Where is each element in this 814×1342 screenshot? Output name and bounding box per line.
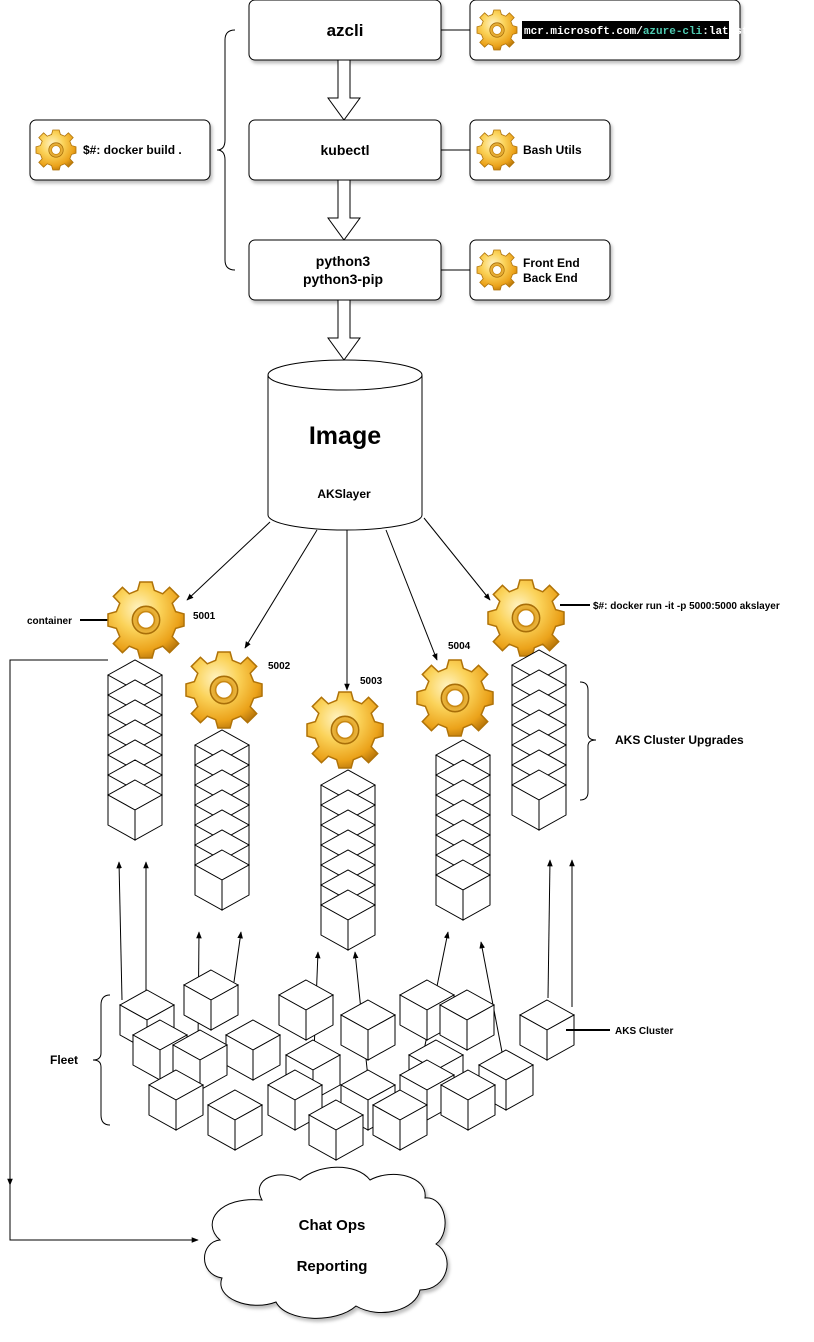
stage-kubectl[interactable]: kubectl bbox=[248, 119, 442, 181]
image-to-container-2-arrow bbox=[244, 529, 318, 649]
image-to-container-1-arrow bbox=[186, 521, 271, 601]
docker-build-label: $#: docker build . bbox=[83, 143, 182, 157]
gear-icon bbox=[476, 9, 518, 51]
container-4-stack bbox=[435, 739, 491, 921]
stage-python[interactable]: python3 python3-pip bbox=[248, 239, 442, 301]
aks-cluster-label: AKS Cluster bbox=[615, 1026, 673, 1037]
gear-icon bbox=[476, 129, 518, 171]
gear-icon bbox=[306, 691, 384, 769]
fleet-to-container-2-arrow bbox=[233, 931, 243, 983]
reporting-line1: Chat Ops bbox=[299, 1217, 366, 1234]
cube-icon[interactable] bbox=[207, 1089, 263, 1151]
gear-icon bbox=[476, 249, 518, 291]
build-scope-brace bbox=[216, 29, 236, 271]
gear-icon bbox=[185, 651, 263, 729]
stage-python-line1: python3 bbox=[316, 253, 371, 269]
fleet-to-container-4-arrow bbox=[479, 941, 503, 1053]
reporting-line2: Reporting bbox=[297, 1258, 368, 1275]
image-to-container-5-arrow bbox=[423, 517, 491, 601]
reporting-arrow bbox=[9, 1185, 199, 1243]
bash-utils-label: Bash Utils bbox=[523, 143, 582, 157]
container-2[interactable]: 5002 bbox=[185, 651, 291, 911]
fleet-brace bbox=[92, 994, 111, 1126]
cube-icon[interactable] bbox=[278, 979, 334, 1041]
gear-icon bbox=[107, 581, 185, 659]
container-3[interactable]: 5003 bbox=[306, 676, 384, 951]
container-5[interactable]: $#: docker run -it -p 5000:5000 akslayer bbox=[487, 579, 780, 831]
hollow-arrow bbox=[327, 179, 361, 241]
container-1-stack bbox=[107, 659, 163, 841]
container-to-reporting-line bbox=[7, 659, 108, 1186]
fleet-cluster-group bbox=[119, 969, 575, 1161]
gear-icon bbox=[416, 659, 494, 737]
container-1-port: 5001 bbox=[193, 611, 216, 622]
cube-icon[interactable] bbox=[225, 1019, 281, 1081]
back-end-label: Back End bbox=[523, 271, 578, 285]
bash-utils-annotation: Bash Utils bbox=[469, 119, 611, 181]
reporting-cloud[interactable]: Chat Ops Reporting bbox=[204, 1166, 448, 1319]
gear-icon bbox=[487, 579, 565, 657]
container-2-stack bbox=[194, 729, 250, 911]
container-1[interactable]: 5001 bbox=[107, 581, 216, 841]
azcli-base-image-annotation: mcr.microsoft.com/azure-cli:latest bbox=[469, 0, 748, 61]
container-3-stack bbox=[320, 769, 376, 951]
container-2-port: 5002 bbox=[268, 661, 291, 672]
cloud-shape bbox=[204, 1166, 448, 1319]
stage-python-line2: python3-pip bbox=[303, 271, 383, 287]
fleet-to-container-5-arrow bbox=[547, 859, 553, 999]
image-title: Image bbox=[309, 422, 381, 450]
fleet-to-container-1-arrow bbox=[116, 861, 123, 1001]
stage-azcli[interactable]: azcli bbox=[248, 0, 442, 61]
frontend-backend-annotation: Front End Back End bbox=[469, 239, 611, 301]
image-to-container-4-arrow bbox=[385, 529, 438, 661]
stage-azcli-label: azcli bbox=[327, 21, 364, 40]
front-end-label: Front End bbox=[523, 256, 580, 270]
image-name: AKSlayer bbox=[317, 487, 371, 501]
fleet-label: Fleet bbox=[50, 1053, 78, 1067]
upgrades-label: AKS Cluster Upgrades bbox=[615, 733, 744, 747]
terminal-background bbox=[522, 21, 729, 39]
upgrades-brace bbox=[579, 681, 597, 801]
image-cylinder[interactable]: Image AKSlayer bbox=[267, 359, 423, 531]
hollow-arrow bbox=[327, 59, 361, 121]
docker-build-annotation: $#: docker build . bbox=[29, 119, 211, 181]
container-label: container bbox=[27, 616, 72, 627]
stage-kubectl-label: kubectl bbox=[320, 142, 369, 158]
cube-icon[interactable] bbox=[340, 999, 396, 1061]
container-4-port: 5004 bbox=[448, 641, 471, 652]
container-4[interactable]: 5004 bbox=[416, 641, 494, 921]
base-image-text: mcr.microsoft.com/azure-cli:latest bbox=[524, 26, 748, 38]
cube-icon[interactable] bbox=[183, 969, 239, 1031]
run-command-label: $#: docker run -it -p 5000:5000 akslayer bbox=[593, 601, 780, 612]
container-5-stack bbox=[511, 649, 567, 831]
gear-icon bbox=[35, 129, 77, 171]
hollow-arrow bbox=[327, 299, 361, 361]
cube-icon[interactable] bbox=[519, 999, 575, 1061]
container-3-port: 5003 bbox=[360, 676, 383, 687]
